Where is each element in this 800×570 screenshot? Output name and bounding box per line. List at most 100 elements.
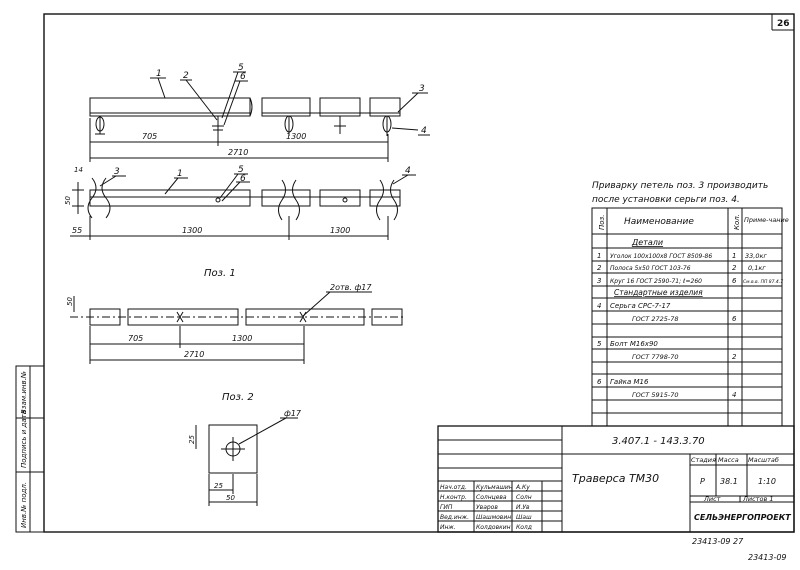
sign-date-label: Подпись и дата [20,410,28,468]
archive-number-2: 23413-09 [748,553,787,562]
spec-std-5-name: Болт М16х90 [610,340,658,348]
spec-section-details: Детали [631,238,663,247]
top-dim-14: 14 [74,166,83,174]
spec-row-1-name: Уголок 100х100х8 ГОСТ 8509-86 [610,253,712,260]
pos1-dim-h: 50 [66,297,74,306]
sheets-label: Листов 1 [742,495,773,503]
pos2-detail [195,417,298,506]
stamp-role-2: Н.контр. [440,494,467,501]
stamp-sign-5: Колд [516,524,532,531]
pos-label-6: 6 [240,72,246,82]
scale-value: 1:10 [758,477,776,486]
pos2-hole: ф17 [284,409,302,418]
front-dim-705: 705 [142,132,157,141]
spec-std-5-gost: ГОСТ 7798-70 [632,353,678,361]
stamp-sign-2: Солн [516,494,532,501]
pos-label-5: 5 [238,63,244,73]
spec-row-2-name: Полоса 5х50 ГОСТ 103-76 [610,265,691,272]
top-pos-1: 1 [177,169,183,179]
front-dim-1300: 1300 [286,132,306,141]
pos1-detail [70,291,406,364]
spec-header-note: Приме-чание [744,216,789,224]
spec-row-2-pos: 2 [597,264,602,272]
pos1-title: Поз. 1 [204,268,236,279]
spec-row-3-pos: 3 [597,277,601,285]
pos2-dim-h: 25 [188,435,196,444]
note-line-1: Приварку петель поз. 3 производить [592,181,768,191]
drawing-code: 3.407.1 - 143.3.70 [612,436,705,447]
spec-header-name: Наименование [624,217,694,227]
top-view [70,173,416,240]
drawing-title: Траверса ТМ30 [572,472,659,485]
pos1-dim-total: 2710 [184,350,204,359]
stage-value: Р [700,477,705,486]
archive-number-1: 23413-09 27 [692,537,744,546]
pos-label-4: 4 [421,126,427,136]
inv-dup-label: Взам.инв.№ [20,371,28,414]
top-dim-1300a: 1300 [182,226,202,235]
stamp-role-4: Вед.инж. [440,514,469,521]
top-dim-1300b: 1300 [330,226,350,235]
stamp-sign-1: А.Ку [515,484,530,491]
spec-std-6-gost: ГОСТ 5915-70 [632,391,678,399]
left-margin-stamp: Инв.№ подл. Подпись и дата Взам.инв.№ [15,365,45,533]
pos2-title: Поз. 2 [222,392,254,403]
spec-section-standard: Стандартные изделия [614,288,703,297]
stamp-name-2: Солнцева [476,494,507,501]
spec-row-1-note: 33,0кг [745,252,767,260]
page-number: 26 [777,19,790,29]
sheet-label: Лист [703,495,721,503]
pos-label-3: 3 [419,84,425,94]
spec-row-1-pos: 1 [597,252,601,260]
top-pos-4: 4 [405,166,411,176]
inv-original-label: Инв.№ подл. [20,482,28,528]
stamp-name-1: Кульмашин [476,484,513,491]
pos1-holes: 2отв. ф17 [330,283,372,292]
spec-header-pos: Поз. [598,215,606,231]
scale-header: Масштаб [748,456,779,464]
spec-row-3-note: См.в.в. ПП 87.4.7 [743,279,783,285]
spec-std-4-qty: 6 [732,315,737,323]
spec-row-3-name: Круг 16 ГОСТ 2590-71; ℓ=260 [610,278,702,285]
stamp-sign-4: Шаш [516,514,532,521]
pos1-dim-705: 705 [128,334,143,343]
pos-label-2: 2 [183,71,189,81]
spec-std-4-name: Серьга СРС-7-17 [610,302,671,310]
stamp-name-5: Колдовкин [476,524,511,531]
pos-label-1: 1 [156,69,162,79]
organization-name: СЕЛЬЭНЕРГОПРОЕКТ [694,513,791,522]
stamp-sign-3: И.Ув [516,504,530,511]
spec-std-6-qty: 4 [732,391,736,399]
spec-std-5-qty: 2 [732,353,737,361]
spec-std-4-pos: 4 [597,302,601,310]
spec-row-3-qty: 6 [732,277,737,285]
spec-std-5-pos: 5 [597,340,602,348]
note-line-2: после установки серьги поз. 4. [592,195,740,205]
title-block [437,425,795,533]
top-pos-6: 6 [240,174,246,184]
top-dim-50a: 50 [64,196,72,205]
spec-row-2-note: 0,1кг [748,264,766,272]
spec-header-qty: Кол. [733,214,741,230]
top-pos-5: 5 [238,165,244,175]
pos2-dim-w: 25 [214,482,223,490]
stamp-role-5: Инж. [440,524,456,531]
pos2-dim-total: 50 [226,494,235,502]
mass-header: Масса [718,456,739,464]
front-view [89,71,430,162]
stamp-name-4: Шашмовин [476,514,511,521]
spec-row-2-qty: 2 [732,264,737,272]
top-pos-3: 3 [114,167,120,177]
pos1-dim-1300: 1300 [232,334,252,343]
spec-std-6-name: Гайка М16 [610,378,649,386]
stamp-name-3: Уваров [476,504,498,511]
spec-row-1-qty: 1 [732,252,736,260]
front-dim-total: 2710 [228,148,248,157]
sheet-frame [43,13,795,533]
spec-std-6-pos: 6 [597,378,602,386]
stage-header: Стадия [691,456,716,464]
spec-std-4-gost: ГОСТ 2725-78 [632,315,678,323]
stamp-role-1: Нач.отд. [440,484,467,491]
